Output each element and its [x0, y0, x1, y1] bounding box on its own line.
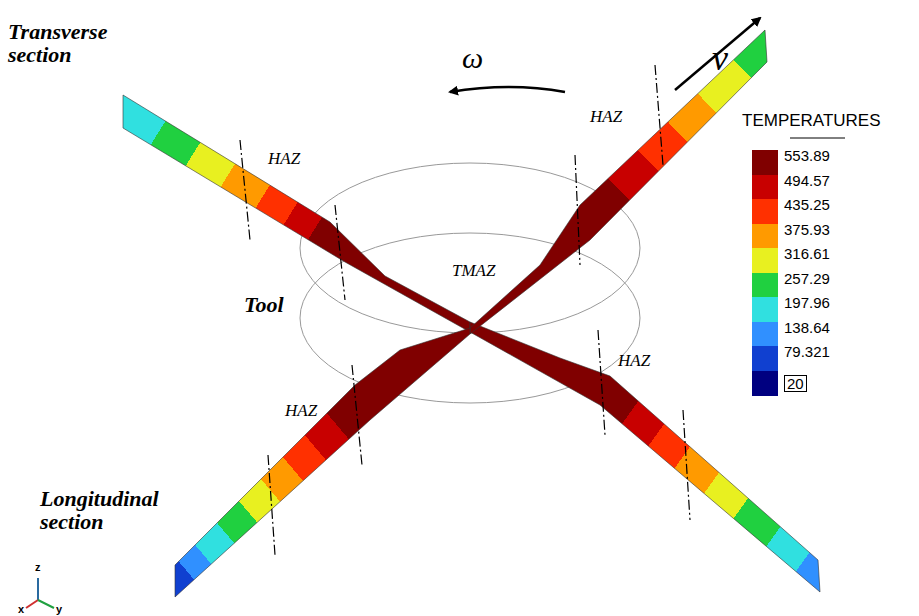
diagram-label: HAZ: [590, 108, 622, 126]
colorbar-swatch: [752, 248, 778, 273]
diagram-label: Longitudinal section: [40, 487, 190, 533]
diagram-label: x: [18, 604, 24, 616]
colorbar-swatch: [752, 273, 778, 298]
legend-value: 257.29: [784, 271, 830, 287]
colorbar-swatch: [752, 297, 778, 322]
legend-value: 375.93: [784, 222, 830, 238]
legend-value: 79.321: [784, 344, 830, 360]
legend-value: 494.57: [784, 173, 830, 189]
legend-value: 553.89: [784, 148, 830, 164]
colorbar-swatch: [752, 224, 778, 249]
diagram-label: z: [35, 562, 41, 574]
diagram-label: TMAZ: [452, 262, 495, 280]
legend-value: 197.96: [784, 295, 830, 311]
colorbar-swatch: [752, 322, 778, 347]
legend-value: 20: [784, 375, 807, 393]
colorbar-swatch: [752, 346, 778, 371]
colorbar-swatch: [752, 199, 778, 224]
diagram-label: Tool: [244, 293, 284, 316]
diagram-label: HAZ: [285, 402, 317, 420]
diagram-label: HAZ: [268, 150, 300, 168]
legend-value: 138.64: [784, 320, 830, 336]
legend-value: 316.61: [784, 246, 830, 262]
legend-value: 435.25: [784, 197, 830, 213]
diagram-label: Transverse section: [8, 20, 133, 66]
colorbar-swatch: [752, 371, 778, 396]
diagram-label: TEMPERATURES: [742, 112, 881, 130]
diagram-label: y: [56, 604, 62, 616]
diagram-label: ω: [462, 42, 483, 74]
diagram-label: HAZ: [618, 352, 650, 370]
diagram-label: v: [712, 40, 728, 78]
colorbar-swatch: [752, 150, 778, 175]
colorbar-swatch: [752, 175, 778, 200]
